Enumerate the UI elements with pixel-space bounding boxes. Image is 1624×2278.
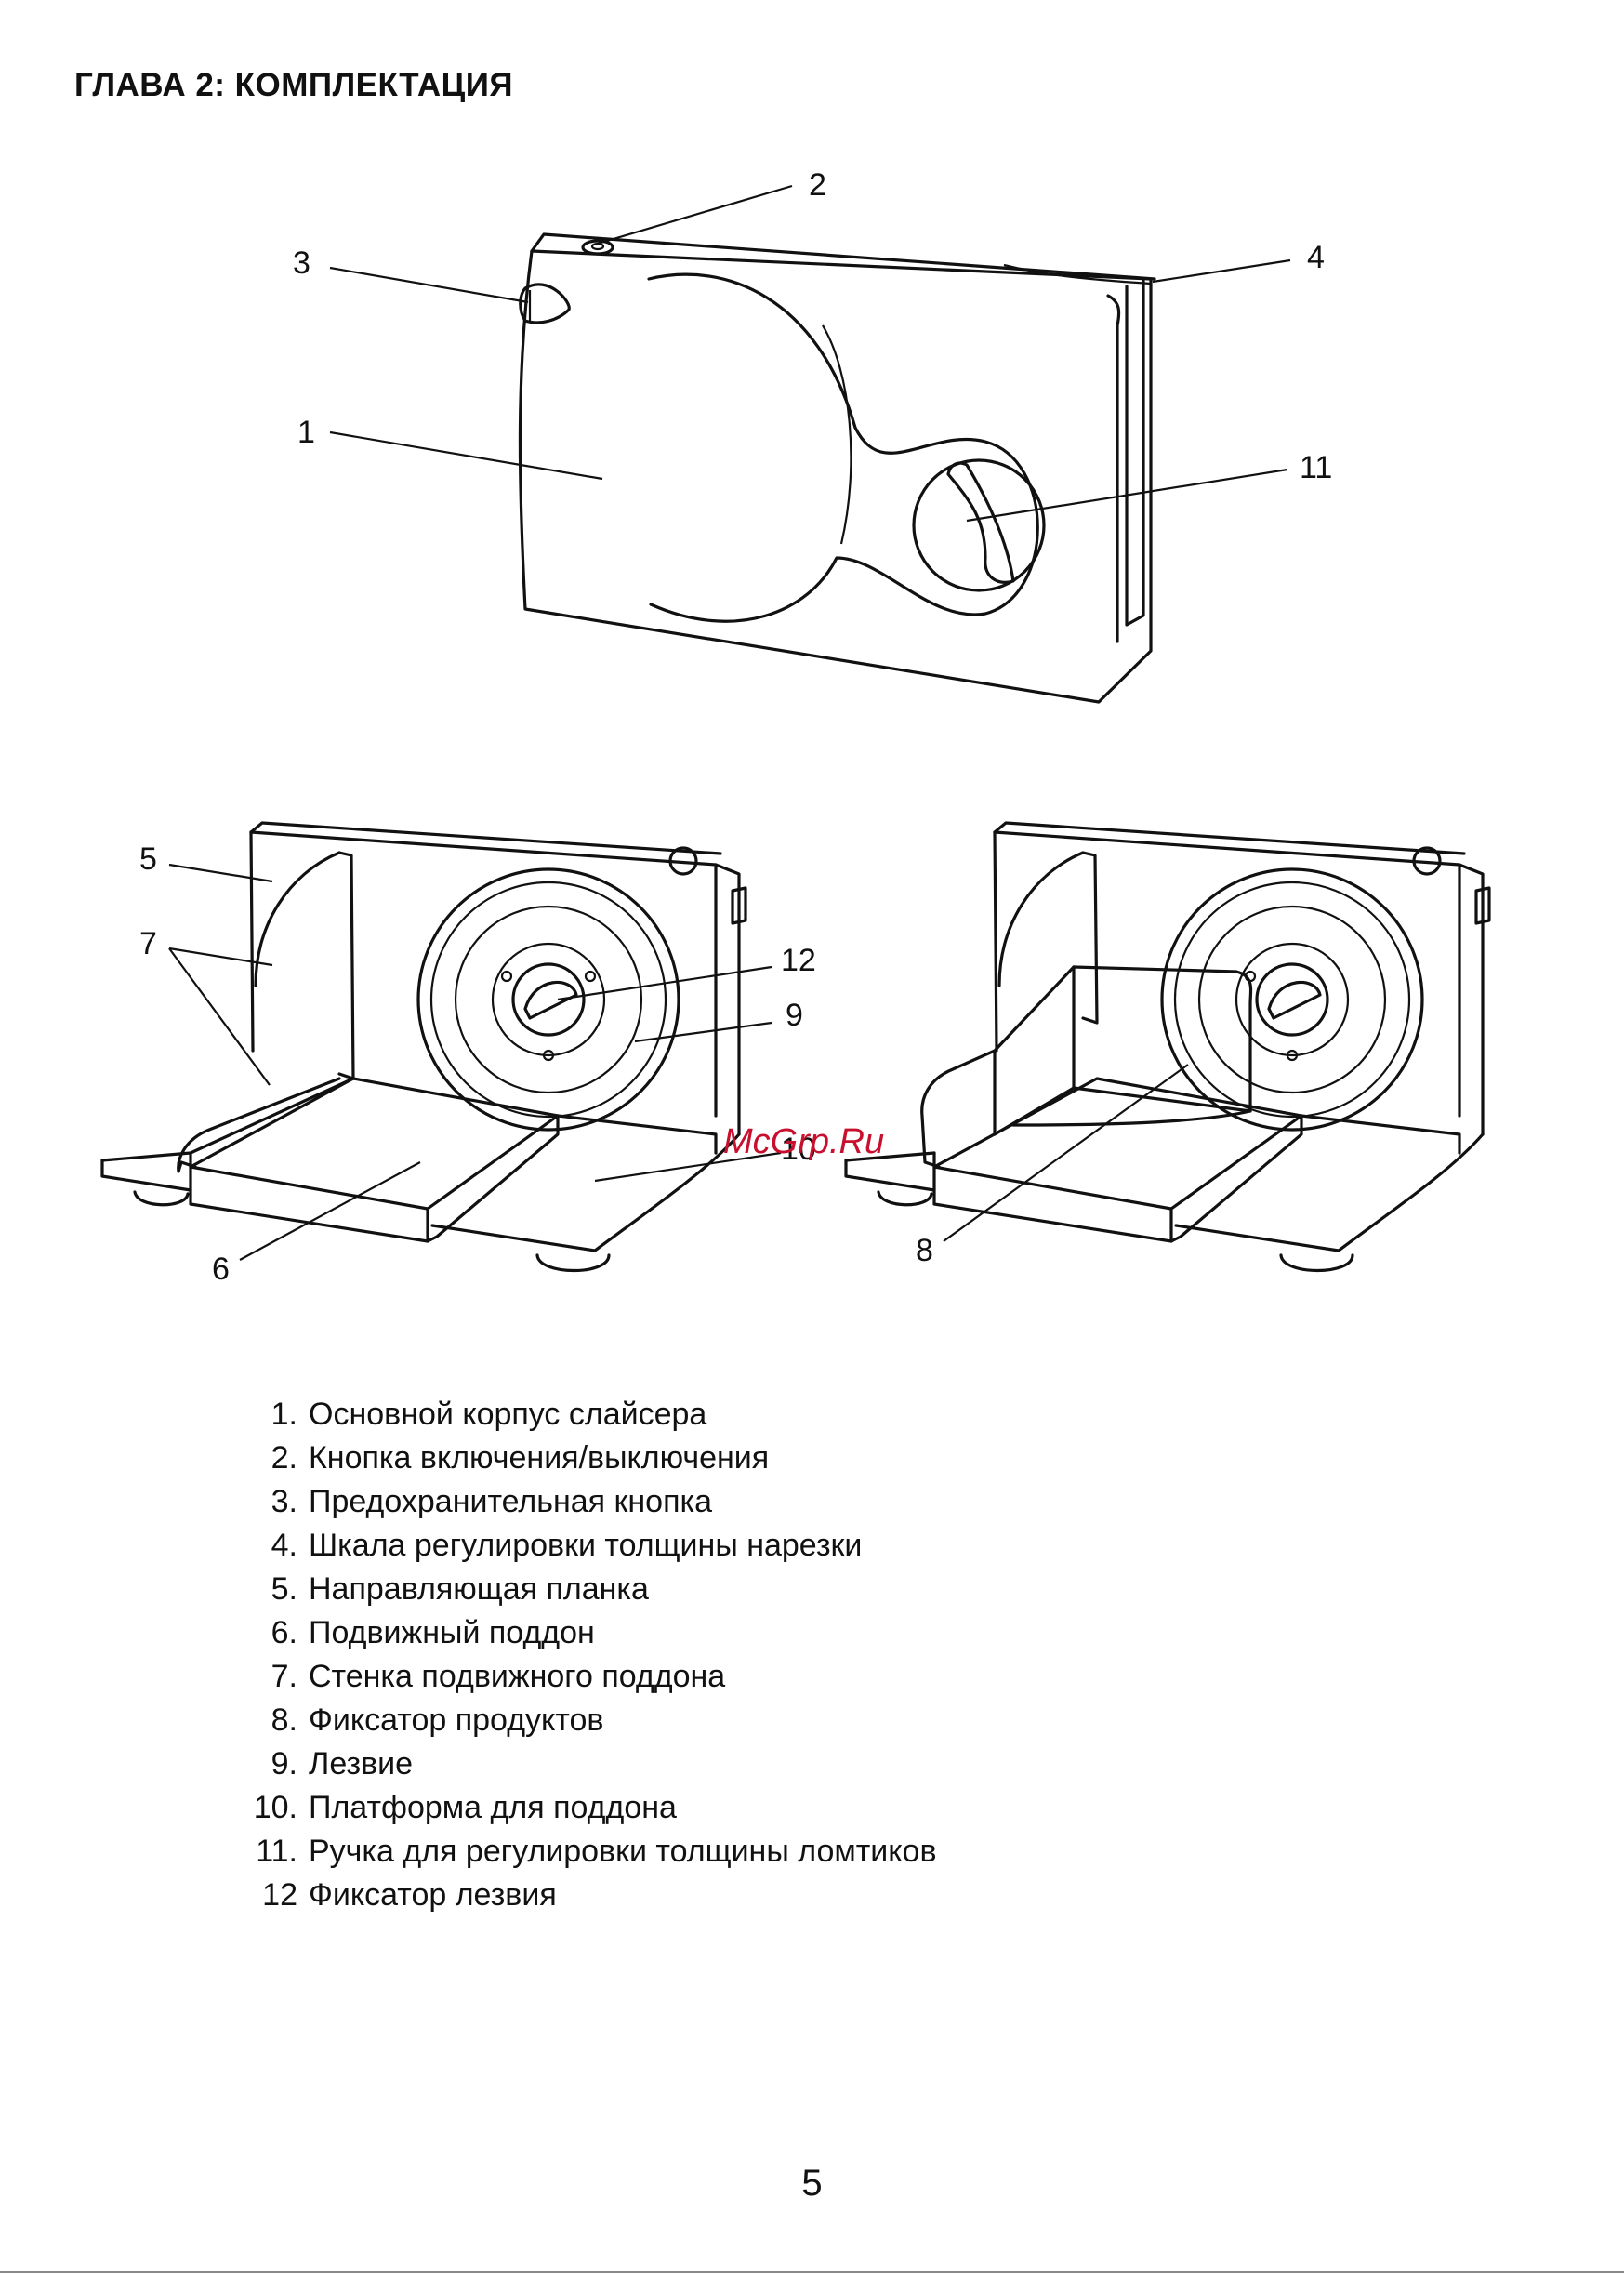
list-item: 4.Шкала регулировки толщины нарезки <box>271 1528 863 1563</box>
callout-9: 9 <box>786 998 803 1033</box>
list-item: 8.Фиксатор продуктов <box>271 1702 604 1738</box>
callout-8: 8 <box>916 1233 933 1268</box>
list-item: 11.Ручка для регулировки толщины ломтико… <box>256 1834 937 1869</box>
parts-list: 1.Основной корпус слайсера 2.Кнопка вклю… <box>240 1393 937 1917</box>
callout-4: 4 <box>1307 240 1325 275</box>
list-item: 5.Направляющая планка <box>271 1571 649 1607</box>
callout-1: 1 <box>297 415 315 450</box>
watermark: McGrp.Ru <box>723 1122 884 1161</box>
bottom-rule <box>0 2271 1624 2273</box>
list-item: 2.Кнопка включения/выключения <box>271 1440 770 1476</box>
slicer-diagram: 1 2 3 4 5 6 7 8 9 10 11 12 McGrp.Ru <box>100 167 1491 1287</box>
callout-3: 3 <box>293 245 310 281</box>
callout-2: 2 <box>809 167 826 203</box>
chapter-heading: ГЛАВА 2: КОМПЛЕКТАЦИЯ <box>74 67 514 103</box>
list-item: 10.Платформа для поддона <box>253 1790 677 1825</box>
callout-10: 10 <box>781 1132 816 1167</box>
callout-7: 7 <box>139 926 157 961</box>
callout-5: 5 <box>139 841 157 877</box>
list-item: 3.Предохранительная кнопка <box>271 1484 713 1519</box>
list-item: 6.Подвижный поддон <box>271 1615 595 1650</box>
leader-lines <box>168 184 1291 1261</box>
callout-12: 12 <box>781 943 816 978</box>
callout-6: 6 <box>212 1252 230 1287</box>
list-item: 1.Основной корпус слайсера <box>271 1397 707 1432</box>
list-item: 7.Стенка подвижного поддона <box>271 1659 726 1694</box>
list-item: 9.Лезвие <box>271 1746 414 1781</box>
page-number: 5 <box>801 2163 823 2204</box>
slicer-with-tray-drawing <box>100 821 747 1272</box>
slicer-with-pusher-drawing <box>844 821 1491 1272</box>
callout-11: 11 <box>1300 450 1332 485</box>
